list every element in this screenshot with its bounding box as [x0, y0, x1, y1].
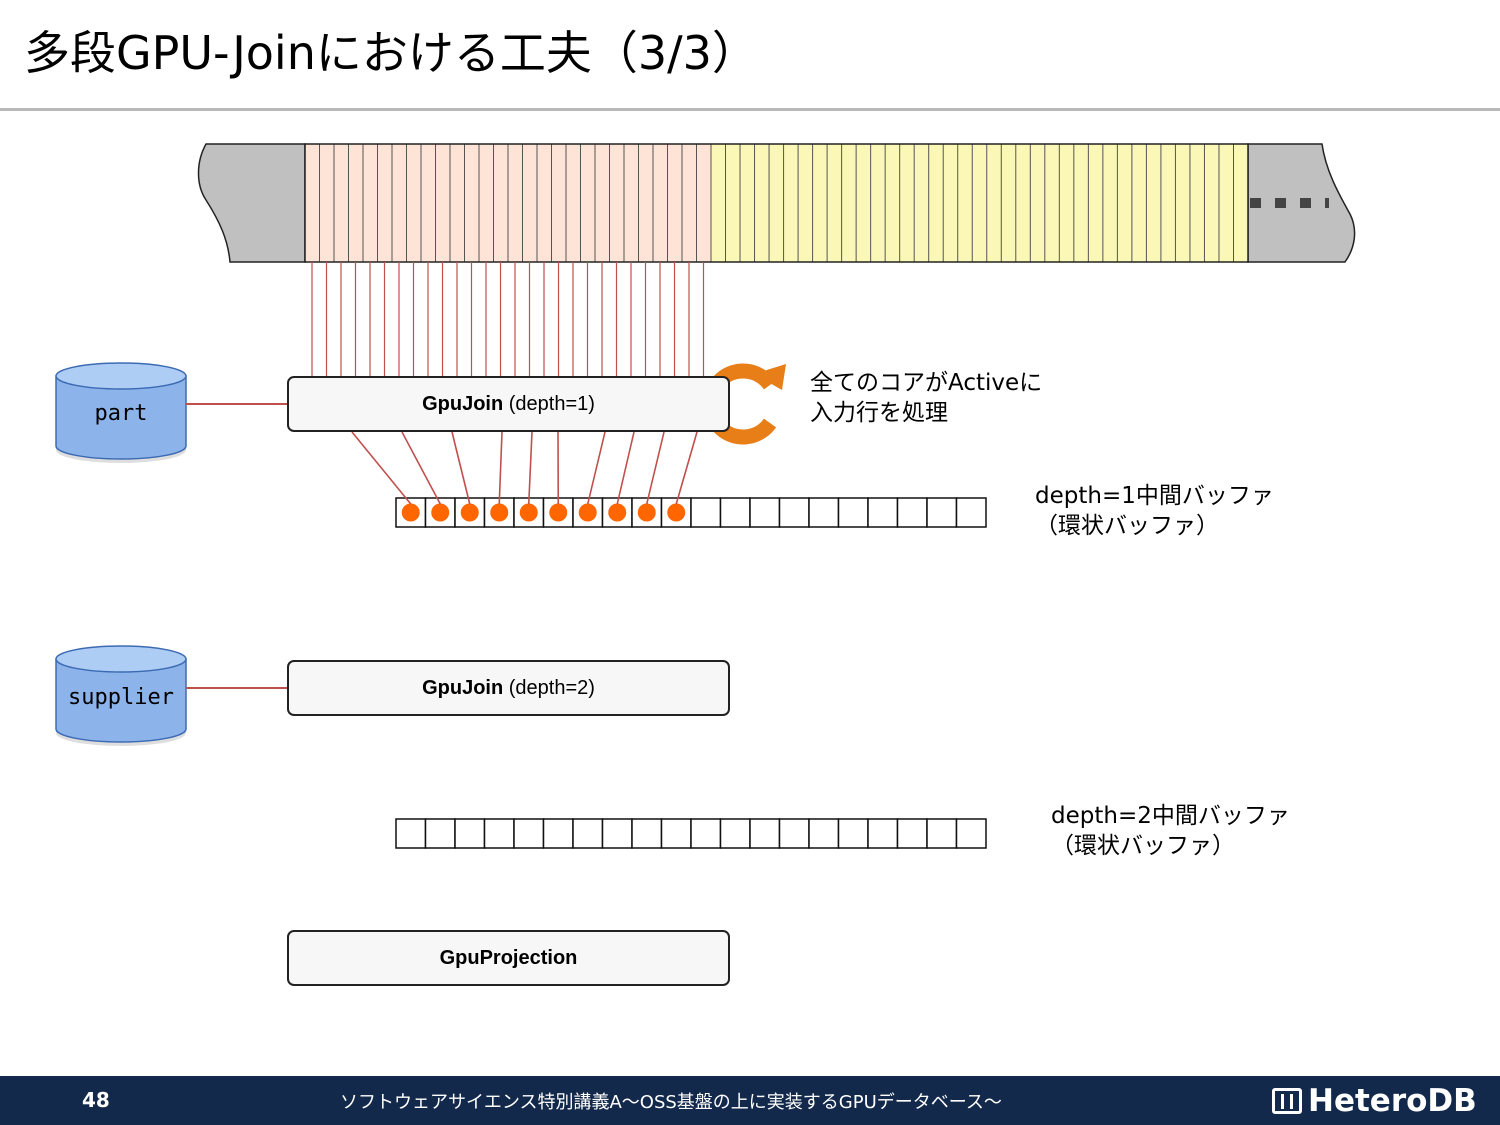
buffer-depth2-slot — [867, 818, 899, 849]
heterodb-logo-icon — [1272, 1088, 1302, 1114]
join-to-buffer-line — [527, 431, 533, 505]
join-to-buffer-line — [498, 431, 503, 505]
buffer-depth1-slot — [896, 497, 928, 528]
buffer-depth2-note: depth=2中間バッファ （環状バッファ） — [1051, 801, 1290, 861]
buffer-depth1-slot — [808, 497, 840, 528]
buffer-depth1-slot — [926, 497, 958, 528]
gpuprojection-name: GpuProjection — [439, 947, 578, 969]
join-to-buffer-line — [586, 431, 606, 505]
title-divider — [0, 108, 1500, 111]
buffer-depth1-slot — [955, 497, 987, 528]
part-table-label: part — [95, 401, 148, 426]
buffer-depth1-row-dot — [667, 503, 686, 522]
buffer-depth2-slot — [749, 818, 781, 849]
buffer-depth2-slot — [955, 818, 987, 849]
buffer-depth1-row-dot — [578, 503, 597, 522]
buffer-depth1-slot — [867, 497, 899, 528]
footer-text: ソフトウェアサイエンス特別講義A～OSS基盤の上に実装するGPUデータベース～ — [340, 1092, 1002, 1113]
buffer-depth2-slot — [837, 818, 869, 849]
buffer-depth1-row-dot — [431, 503, 450, 522]
buffer-depth2-slot — [513, 818, 545, 849]
continuation-dash — [1325, 198, 1329, 208]
buffer-depth2-line1: depth=2中間バッファ — [1051, 803, 1290, 829]
buffer-depth2-slot — [454, 818, 486, 849]
pending-rows-band — [711, 144, 1248, 262]
diagram: part supplier — [55, 143, 1356, 849]
buffer-depth2-slot — [778, 818, 810, 849]
join-to-buffer-line — [616, 431, 635, 505]
supplier-table-top — [55, 645, 187, 673]
join-to-buffer-line — [351, 431, 412, 505]
buffer-depth2-slot — [896, 818, 928, 849]
buffer-depth1-row-dot — [637, 503, 656, 522]
heterodb-logo-text: HeteroDB — [1308, 1083, 1477, 1119]
buffer-depth2-slot — [631, 818, 663, 849]
active-cores-note: 全てのコアがActiveに 入力行を処理 — [810, 368, 1042, 428]
gpujoin-depth2-name: GpuJoin — [422, 677, 504, 699]
buffer-depth2-slot — [572, 818, 604, 849]
buffer-depth2-slot — [424, 818, 456, 849]
buffer-depth1-row-dot — [549, 503, 568, 522]
page-number: 48 — [82, 1088, 110, 1112]
buffer-depth2-slot — [601, 818, 633, 849]
continuation-dash — [1250, 198, 1261, 208]
buffer-depth2-slot — [660, 818, 692, 849]
buffer-depth1-row-dot — [460, 503, 479, 522]
continuation-dash — [1275, 198, 1286, 208]
gpuprojection-node: GpuProjection — [287, 930, 730, 986]
buffer-depth1-slot — [749, 497, 781, 528]
heterodb-logo: HeteroDB — [1272, 1083, 1477, 1119]
buffer-depth2-line2: （環状バッファ） — [1051, 833, 1235, 859]
buffer-depth1-line2: （環状バッファ） — [1035, 513, 1219, 539]
buffer-depth2-slot — [690, 818, 722, 849]
buffer-depth2-slot — [719, 818, 751, 849]
active-cores-line2: 入力行を処理 — [810, 400, 948, 426]
buffer-depth1-note: depth=1中間バッファ （環状バッファ） — [1035, 481, 1274, 541]
slide-title: 多段GPU-Joinにおける工夫（3/3） — [24, 26, 758, 80]
gpujoin-depth1-detail: (depth=1) — [503, 393, 595, 415]
buffer-depth1-row-dot — [519, 503, 538, 522]
part-table-body — [55, 375, 187, 460]
supplier-table-body — [55, 658, 187, 743]
buffer-depth1-slot — [778, 497, 810, 528]
part-table-top — [55, 362, 187, 390]
buffer-depth1-row-dot — [401, 503, 420, 522]
buffer-depth1-row-dot — [490, 503, 509, 522]
join-to-buffer-line — [675, 431, 698, 505]
gpujoin-depth1-name: GpuJoin — [422, 393, 504, 415]
supplier-table-label: supplier — [68, 685, 174, 710]
gpujoin-depth1-node: GpuJoin (depth=1) — [287, 376, 730, 432]
active-cores-line1: 全てのコアがActiveに — [810, 370, 1043, 396]
continuation-dash — [1300, 198, 1311, 208]
footer-bar: 48 ソフトウェアサイエンス特別講義A～OSS基盤の上に実装するGPUデータベー… — [0, 1076, 1500, 1125]
refresh-icon-arrowhead — [754, 364, 786, 390]
stream-left-cap — [197, 143, 306, 263]
buffer-depth1-slot — [719, 497, 751, 528]
join-to-buffer-line — [645, 431, 665, 505]
input-stream-border — [304, 143, 1249, 263]
join-to-buffer-line — [451, 431, 471, 505]
join-to-buffer-line — [401, 431, 441, 505]
buffer-depth1-slot — [690, 497, 722, 528]
gpujoin-depth2-node: GpuJoin (depth=2) — [287, 660, 730, 716]
buffer-depth2-slot — [542, 818, 574, 849]
buffer-depth2-slot — [395, 818, 427, 849]
buffer-depth1-row-dot — [608, 503, 627, 522]
gpujoin-depth2-detail: (depth=2) — [503, 677, 595, 699]
buffer-depth1-line1: depth=1中間バッファ — [1035, 483, 1274, 509]
buffer-depth2-slot — [926, 818, 958, 849]
buffer-depth2-slot — [808, 818, 840, 849]
buffer-depth2-slot — [483, 818, 515, 849]
buffer-depth1-slot — [837, 497, 869, 528]
